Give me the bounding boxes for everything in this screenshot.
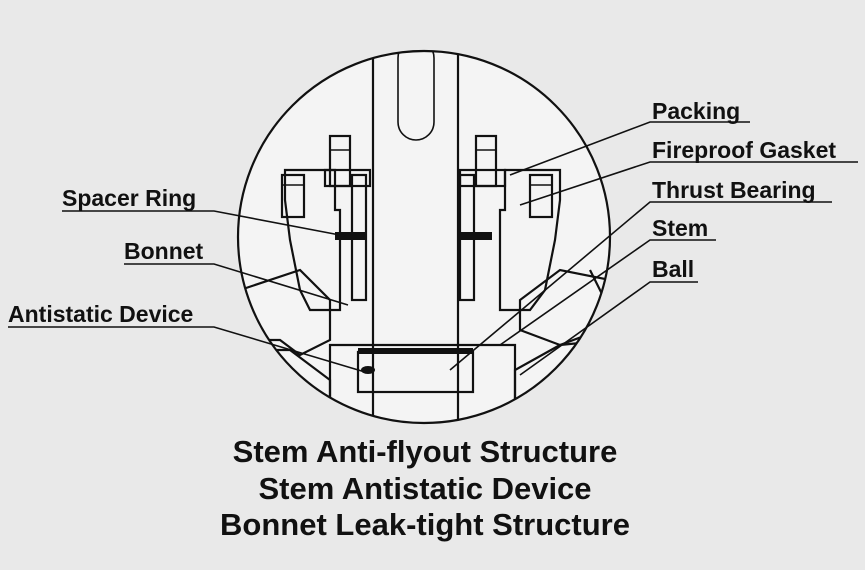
bolt-left (280, 173, 306, 219)
label-thrust-bearing: Thrust Bearing (652, 177, 816, 203)
leader-fireproof-gasket (519, 161, 858, 206)
leader-stem (499, 239, 716, 346)
label-antistatic-device: Antistatic Device (8, 301, 193, 327)
detail-circle (236, 49, 612, 425)
leader-ball (519, 281, 698, 376)
leader-bonnet (124, 263, 349, 306)
stem-shaft (371, 51, 460, 423)
label-bonnet: Bonnet (124, 238, 204, 264)
leader-packing (509, 121, 750, 176)
label-fireproof-gasket: Fireproof Gasket (652, 137, 836, 163)
label-stem: Stem (652, 215, 708, 241)
section-view (238, 51, 610, 423)
spacer-ring-right (460, 232, 492, 240)
caption-antistatic: Stem Antistatic Device (258, 471, 591, 506)
label-spacer-ring: Spacer Ring (62, 185, 196, 211)
bolt-right (528, 173, 554, 219)
bonnet-left (283, 168, 342, 312)
thrust-bearing-mark (358, 348, 473, 354)
caption-leak-tight: Bonnet Leak-tight Structure (220, 507, 630, 542)
leader-antistatic-device (8, 326, 366, 373)
caption-anti-flyout: Stem Anti-flyout Structure (233, 434, 618, 469)
leader-spacer-ring (62, 210, 346, 237)
spacer-ring-left (335, 232, 367, 240)
leader-thrust-bearing (449, 201, 832, 371)
stem-keyway (397, 51, 435, 141)
label-packing: Packing (652, 98, 740, 124)
label-ball: Ball (652, 256, 694, 282)
antistatic-device-mark (361, 366, 375, 374)
bonnet-right (498, 168, 562, 312)
